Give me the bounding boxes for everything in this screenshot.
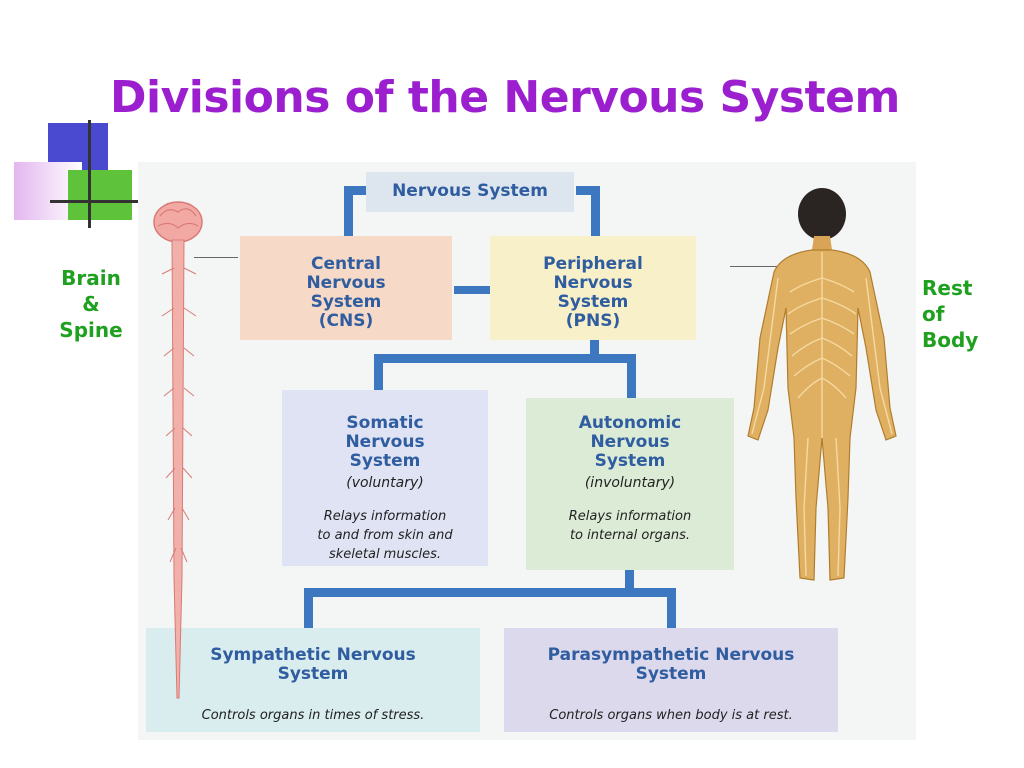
label-line: Rest — [922, 276, 973, 300]
box-title: System — [310, 292, 382, 312]
box-title: (PNS) — [565, 311, 621, 331]
slide-decoration-squares — [12, 120, 142, 230]
nerve-line — [730, 266, 780, 267]
box-description: to internal organs. — [569, 528, 691, 543]
spinal-cord-illustration — [153, 201, 203, 699]
connector — [374, 354, 636, 363]
box-title: Sympathetic Nervous — [210, 645, 416, 665]
rest-of-body-label: Rest of Body — [922, 275, 992, 353]
label-line: & — [82, 292, 100, 316]
box-description: Relays information — [568, 509, 692, 524]
connector — [304, 588, 313, 628]
box-title: Nervous — [590, 432, 670, 452]
connector — [374, 354, 383, 390]
connector — [576, 186, 600, 195]
box-title: System — [349, 451, 421, 471]
box-title: System — [594, 451, 666, 471]
connector — [344, 186, 353, 244]
label-line: of — [922, 302, 945, 326]
box-title: Peripheral — [543, 254, 643, 274]
label-line: Body — [922, 328, 979, 352]
slide-title: Divisions of the Nervous System — [110, 72, 900, 123]
box-description: to and from skin and — [317, 528, 453, 543]
box-title: System — [557, 292, 629, 312]
box-title: System — [277, 664, 349, 684]
connector — [304, 588, 676, 597]
nervous-system-box: Nervous System — [366, 172, 574, 212]
label-line: Spine — [59, 318, 123, 342]
box-description: Controls organs in times of stress. — [201, 708, 425, 723]
box-title: Central — [311, 254, 381, 274]
pns-box: Peripheral Nervous System (PNS) — [490, 236, 696, 340]
parasympathetic-box: Parasympathetic Nervous System Controls … — [504, 628, 838, 732]
box-title: System — [635, 664, 707, 684]
box-title: Nervous — [553, 273, 633, 293]
connector — [591, 186, 600, 244]
box-description: Relays information — [323, 509, 447, 524]
box-title: Autonomic — [578, 413, 682, 433]
cns-box: Central Nervous System (CNS) — [240, 236, 452, 340]
box-title: Parasympathetic Nervous — [547, 645, 795, 665]
connector — [590, 340, 599, 360]
diagram-panel: Nervous System Central Nervous System (C… — [138, 162, 916, 740]
connector — [625, 570, 634, 592]
box-title: Somatic — [346, 413, 424, 433]
human-body-nerves-illustration — [747, 188, 897, 581]
brain-spine-label: Brain & Spine — [46, 265, 136, 343]
box-title: (CNS) — [318, 311, 374, 331]
box-title: Nervous — [345, 432, 425, 452]
box-description: skeletal muscles. — [328, 547, 442, 562]
sympathetic-box: Sympathetic Nervous System Controls orga… — [146, 628, 480, 732]
box-subtitle: (involuntary) — [584, 475, 676, 491]
somatic-box: Somatic Nervous System (voluntary) Relay… — [282, 390, 488, 566]
box-subtitle: (voluntary) — [346, 475, 424, 491]
label-line: Brain — [61, 266, 121, 290]
box-title: Nervous System — [392, 181, 548, 201]
nerve-line — [194, 257, 238, 258]
connector — [627, 354, 636, 398]
connector — [454, 286, 490, 294]
box-description: Controls organs when body is at rest. — [549, 708, 793, 723]
connector — [667, 588, 676, 628]
autonomic-box: Autonomic Nervous System (involuntary) R… — [526, 398, 734, 570]
box-title: Nervous — [306, 273, 386, 293]
connector — [344, 186, 368, 195]
